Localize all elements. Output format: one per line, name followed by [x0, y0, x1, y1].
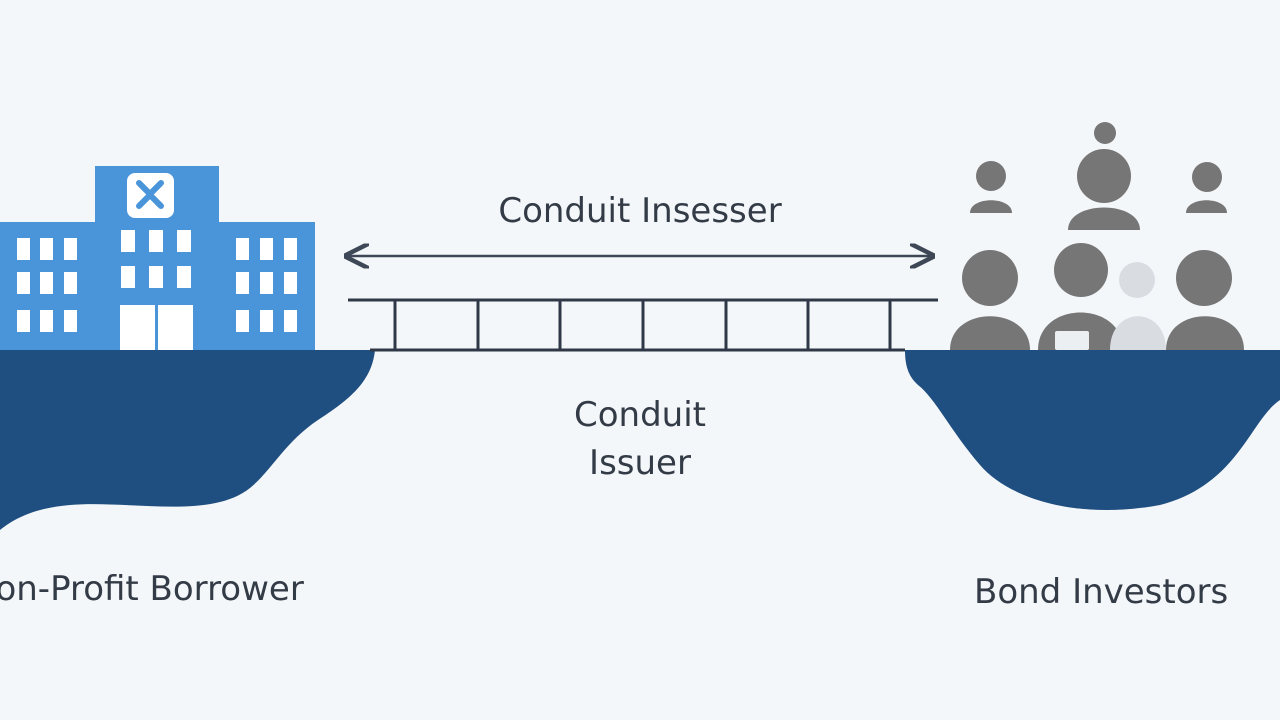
left-water-shape	[0, 350, 375, 530]
investor-group-icon	[950, 122, 1244, 350]
right-water-shape	[905, 350, 1280, 511]
middle-label: Conduit Issuer	[500, 391, 780, 487]
bridge-icon	[348, 298, 938, 352]
right-label: Bond Investors	[974, 572, 1229, 612]
top-label: Conduit Insesser	[498, 191, 782, 231]
middle-label-line-2: Issuer	[589, 443, 691, 483]
hospital-building-icon	[0, 166, 315, 350]
investor-highlight-icon	[1055, 262, 1166, 350]
left-label: lon-Profit Borrower	[0, 569, 304, 609]
middle-label-line-1: Conduit	[574, 395, 706, 435]
